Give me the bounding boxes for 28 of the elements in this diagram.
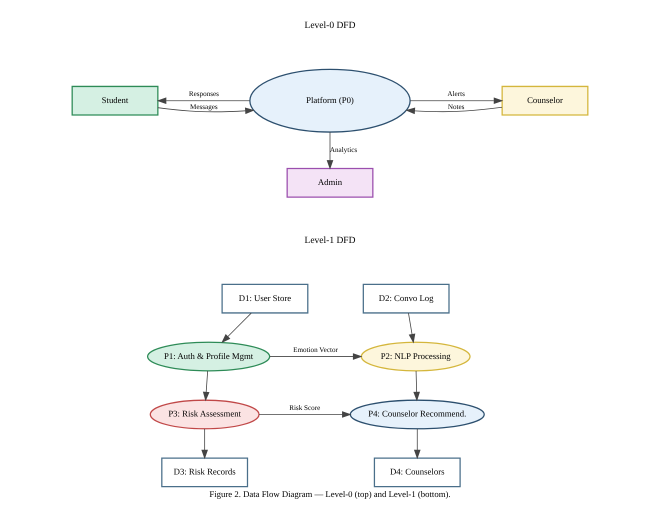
label: Level-0 DFD [304,21,356,32]
arrow [408,312,416,344]
arrow [201,428,208,460]
arrow [156,97,250,104]
arrow [158,107,255,114]
node-box: Admin [286,168,374,198]
arrow [405,106,502,114]
node-box: Counselor [502,86,588,116]
arrow [413,370,420,402]
node-ellipse: P4: Counselor Recommend. [350,400,485,430]
caption: Figure 2. Data Flow Diagram — Level-0 (top) and Level-1 (bottom). [209,488,451,499]
node-ellipse: P1: Auth & Profile Mgmt [146,342,270,372]
arrow [410,97,504,104]
label: Level-1 DFD [304,236,356,246]
arrow [270,353,362,360]
arrow [326,132,334,170]
arrow [414,428,421,460]
node-box: Student [72,86,158,116]
node-ellipse: P2: NLP Processing [360,342,471,372]
arrow [258,411,352,418]
arrow [221,312,252,344]
node-box: D1: User Store [221,284,308,314]
node-box: D3: Risk Records [161,457,248,488]
arrow [202,370,210,402]
node-ellipse: P3: Risk Assessment [150,400,260,430]
node-ellipse: Platform (P0) [249,68,411,133]
node-box: D2: Convo Log [362,284,450,314]
node-box: D4: Counselors [374,457,461,488]
